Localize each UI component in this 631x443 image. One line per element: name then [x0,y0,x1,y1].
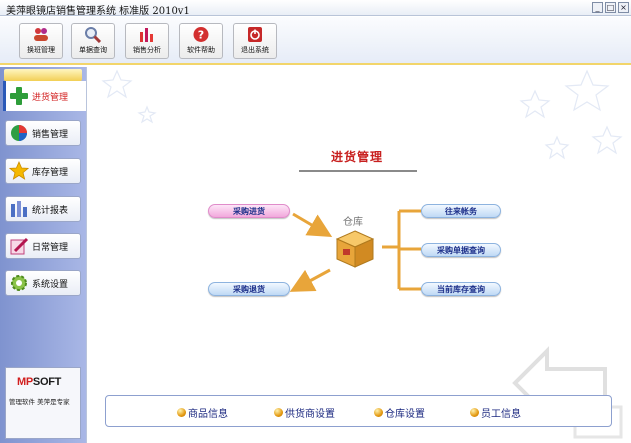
main-content: 进货管理 采购进货 采购退货 仓库 往来帐务 采购单据查询 当前库存查询 商品 [86,67,631,443]
close-button[interactable]: × [618,2,629,13]
gear-icon [11,275,27,291]
toolbar-button-label: 销售分析 [133,46,161,54]
window-title: 美萍眼镜店销售管理系统 标准版 2010v1 [6,6,190,17]
title-underline [299,170,417,172]
sidebar-item-settings[interactable]: 系统设置 [5,270,81,296]
orb-icon [274,408,283,417]
star-pattern-background [101,69,623,160]
star-icon [9,161,29,180]
people-icon [34,28,48,41]
sidebar-item-daily[interactable]: 日常管理 [5,233,81,259]
sales-analysis-button[interactable]: 销售分析 [125,23,169,59]
sidebar-item-sales[interactable]: 销售管理 [5,120,81,146]
sidebar-item-purchase[interactable]: 进货管理 [3,81,86,111]
page-title: 进货管理 [331,150,384,164]
staff-info-link[interactable]: 员工信息 [470,405,521,420]
toolbar-button-label: 换班管理 [27,46,55,54]
purchase-return-button[interactable]: 采购退货 [208,282,290,296]
sidebar-item-label: 库存管理 [32,167,69,178]
supplier-settings-link[interactable]: 供货商设置 [274,405,335,420]
quick-links-bar: 商品信息 供货商设置 仓库设置 员工信息 [105,395,612,427]
exit-system-button[interactable]: 退出系统 [233,23,277,59]
svg-text:?: ? [198,29,204,42]
bars-icon [11,201,27,217]
window-title-bar: 美萍眼镜店销售管理系统 标准版 2010v1 _ □ × [0,0,631,17]
accounts-button[interactable]: 往来帐务 [421,204,501,218]
warehouse-box-icon [335,230,375,268]
toolbar-button-label: 单据查询 [79,46,107,54]
bar-chart-icon [140,28,153,42]
pie-icon [11,125,27,141]
software-help-button[interactable]: ? 软件帮助 [179,23,223,59]
magnifier-icon [85,27,102,43]
help-icon: ? [193,27,209,42]
sidebar-item-inventory[interactable]: 库存管理 [5,158,81,184]
main-toolbar: 换班管理 单据查询 销售分析 ? 软件帮助 退出系统 [0,17,631,65]
company-slogan: 管理软件 美萍是专家 [9,398,70,406]
sidebar-item-label: 日常管理 [32,242,69,253]
exit-icon [248,27,262,42]
purchase-docs-query-button[interactable]: 采购单据查询 [421,243,501,257]
left-sidebar: 进货管理 销售管理 库存管理 统计报表 日常管理 系统设置 [0,67,86,443]
sidebar-logo-panel: MPSOFT 管理软件 美萍是专家 [5,367,81,439]
goods-info-link[interactable]: 商品信息 [177,405,228,420]
flow-connectors [289,209,421,292]
sidebar-header-strip [4,69,82,81]
shift-management-button[interactable]: 换班管理 [19,23,63,59]
sidebar-item-label: 进货管理 [32,92,69,103]
sidebar-item-reports[interactable]: 统计报表 [5,196,81,222]
orb-icon [177,408,186,417]
sidebar-item-label: 销售管理 [32,129,69,140]
orb-icon [374,408,383,417]
window-controls: _ □ × [592,2,629,13]
document-query-button[interactable]: 单据查询 [71,23,115,59]
maximize-button[interactable]: □ [605,2,616,13]
sidebar-item-label: 系统设置 [32,279,69,290]
toolbar-button-label: 软件帮助 [187,46,215,54]
current-stock-query-button[interactable]: 当前库存查询 [421,282,501,296]
orb-icon [470,408,479,417]
pencil-icon [10,237,29,255]
plus-icon [10,87,28,105]
warehouse-label: 仓库 [343,217,363,228]
minimize-button[interactable]: _ [592,2,603,13]
purchase-in-button[interactable]: 采购进货 [208,204,290,218]
sidebar-item-label: 统计报表 [32,205,69,216]
company-logo: MPSOFT [17,376,62,388]
warehouse-settings-link[interactable]: 仓库设置 [374,405,425,420]
toolbar-button-label: 退出系统 [241,46,269,54]
